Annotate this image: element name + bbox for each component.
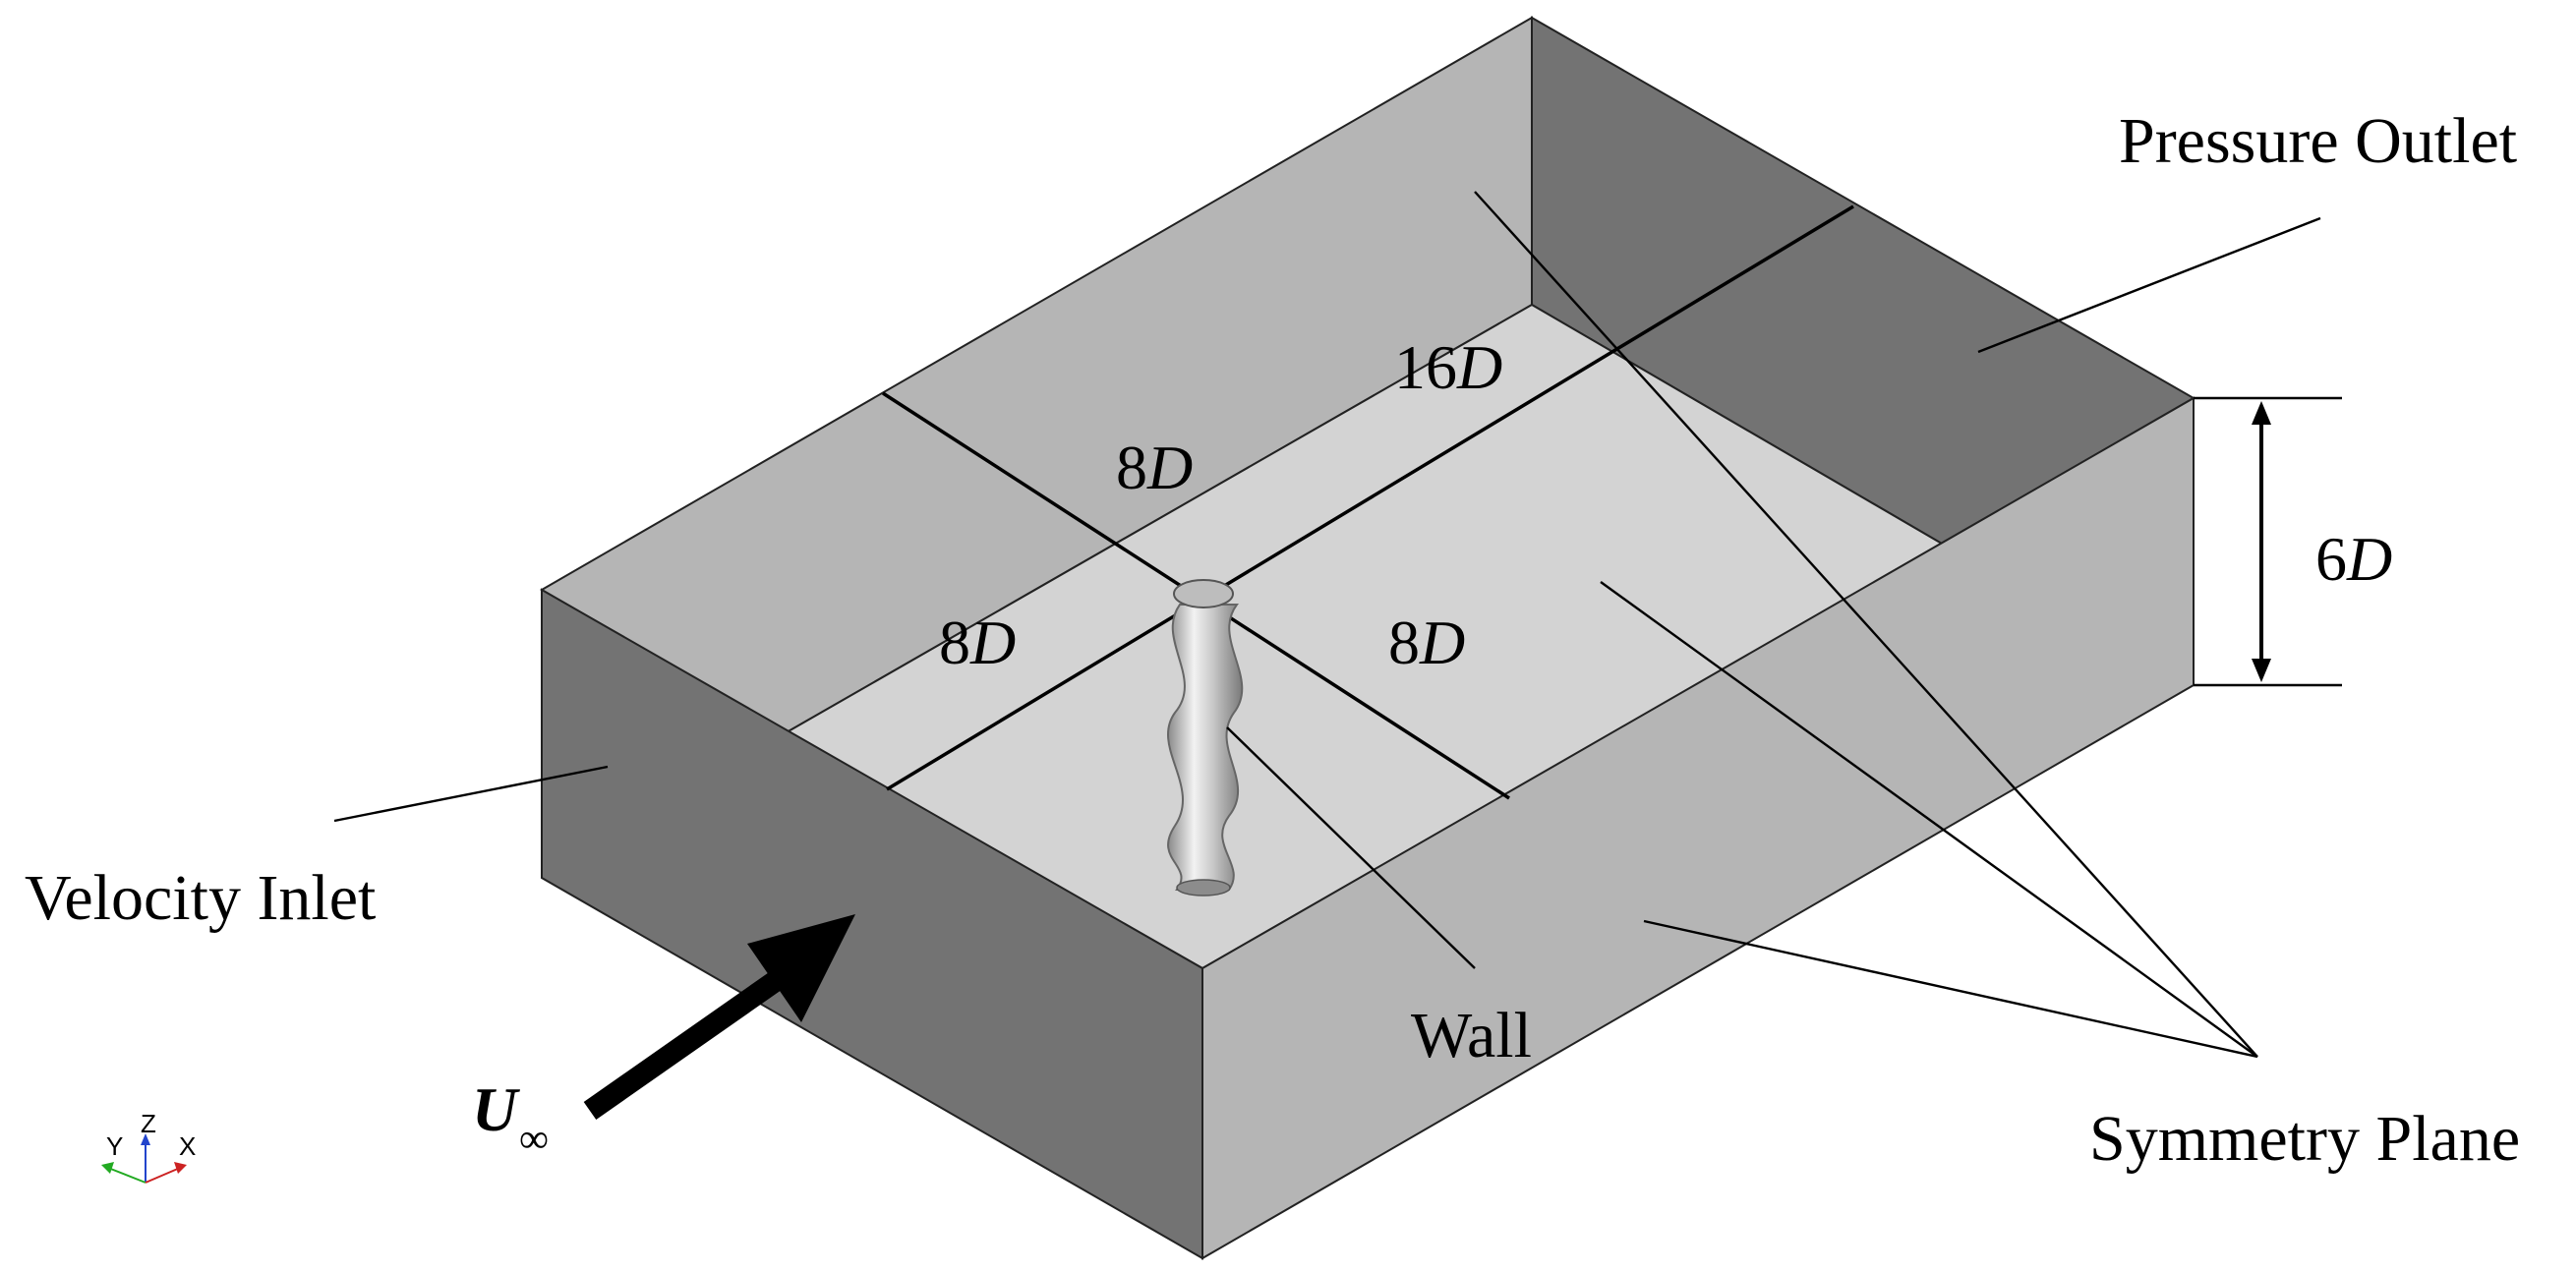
label-freestream: U <box>472 1074 520 1144</box>
leader-wall <box>1226 726 1476 969</box>
leader-pressure-outlet <box>1977 216 2321 354</box>
label-pressure-outlet: Pressure Outlet <box>2119 105 2517 177</box>
label-wall: Wall <box>1411 1000 1532 1071</box>
wavy-cylinder <box>1167 579 1244 897</box>
leader-symmetry-1 <box>1474 191 2258 1058</box>
dim-8d-left: 8D <box>939 608 1016 677</box>
dim-6d: 6D <box>2315 524 2392 594</box>
axis-y-label: Y <box>106 1131 123 1161</box>
label-velocity-inlet: Velocity Inlet <box>25 862 376 934</box>
axis-triad: Y Z X <box>101 1109 196 1184</box>
dim-16d: 16D <box>1394 332 1502 402</box>
dim-line-lengthwise <box>886 204 1854 791</box>
label-freestream-subscript: ∞ <box>519 1117 549 1162</box>
dim-8d-right: 8D <box>1388 608 1465 677</box>
freestream-arrow <box>583 914 855 1121</box>
leader-symmetry-3 <box>1643 919 2258 1059</box>
height-dimension <box>2194 396 2342 687</box>
leader-symmetry-2 <box>1600 581 2258 1058</box>
axis-z-label: Z <box>141 1109 156 1138</box>
leader-velocity-inlet <box>333 765 609 823</box>
axis-x-label: X <box>179 1131 196 1161</box>
dim-8d-upper: 8D <box>1116 433 1193 502</box>
label-symmetry-plane: Symmetry Plane <box>2089 1103 2520 1175</box>
